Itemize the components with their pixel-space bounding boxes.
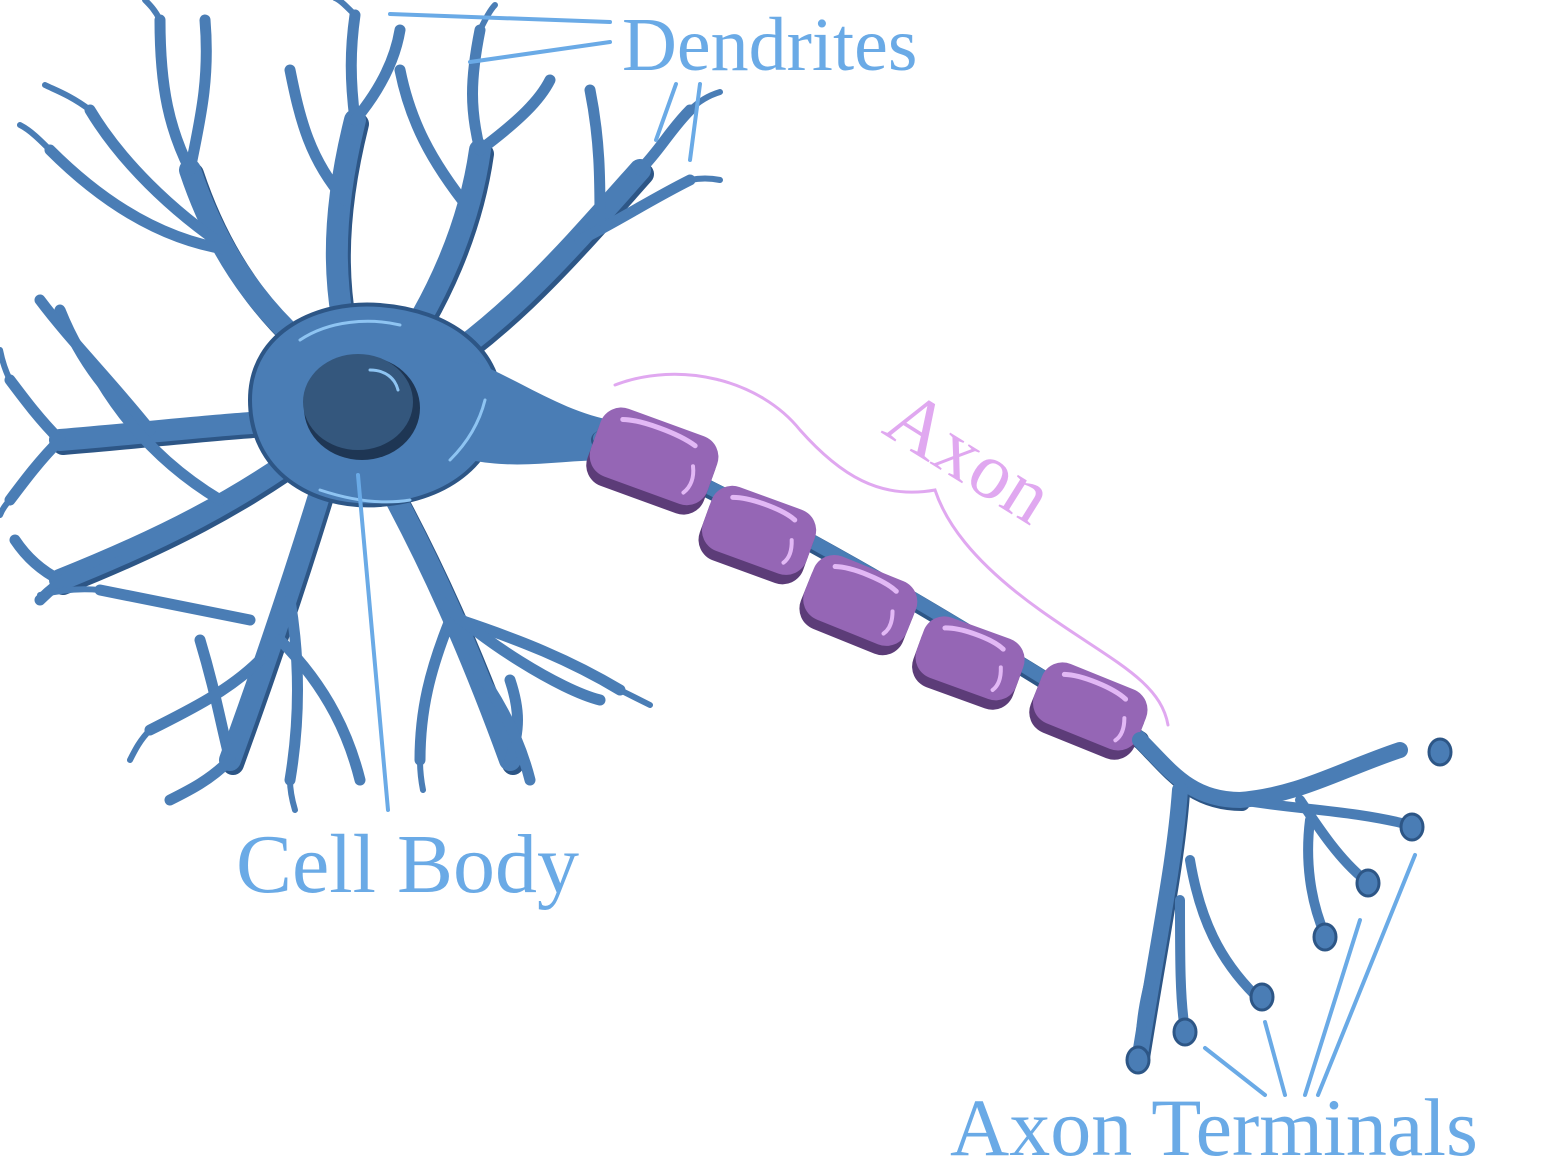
cell-body-leader: [356, 473, 390, 812]
labels: Dendrites Cell Body Axon Axon Terminals: [236, 3, 1478, 1170]
terminals-leader-4: [1316, 853, 1417, 1097]
dendrites-leader-3: [654, 82, 678, 142]
dendrites-leader-2: [468, 40, 612, 64]
dendrites-leader-1: [388, 12, 612, 24]
dendrites-leader-4: [688, 82, 702, 162]
terminals-leader-3: [1303, 918, 1362, 1097]
myelin-segment-4: [912, 616, 1025, 710]
cell-body-label: Cell Body: [236, 818, 579, 911]
terminals-leader-1: [1203, 1046, 1267, 1097]
axon-terminals-label: Axon Terminals: [950, 1082, 1478, 1170]
axon-label: Axon: [870, 373, 1067, 542]
dendrites-label: Dendrites: [622, 3, 917, 87]
axon-brace: [613, 372, 1170, 727]
axon-terminals: [1125, 732, 1453, 1075]
nucleus-icon: [303, 354, 420, 460]
myelin-segment-1: [586, 407, 719, 515]
myelin-segment-2: [698, 485, 817, 585]
leader-lines: [356, 12, 1417, 1097]
terminals-leader-2: [1263, 1020, 1287, 1097]
myelin-sheath-icon: [586, 407, 1148, 760]
neuron: [0, 0, 1453, 1075]
myelin-segment-5: [1029, 662, 1148, 760]
myelin-segment-3: [799, 554, 918, 656]
